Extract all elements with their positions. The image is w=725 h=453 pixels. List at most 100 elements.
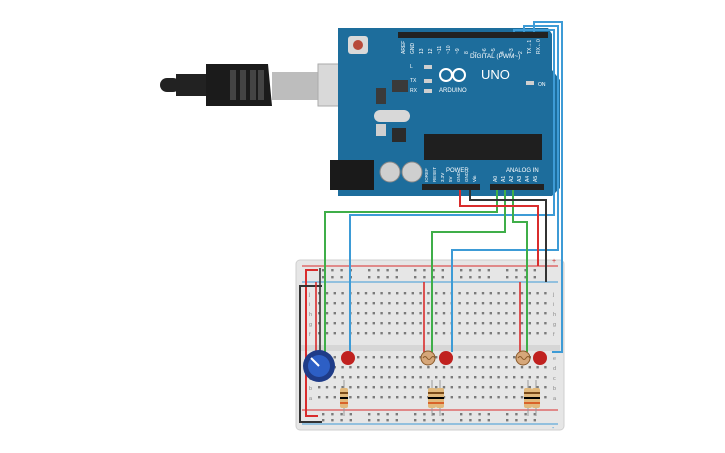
breadboard-hole[interactable] [419,332,422,335]
breadboard-hole[interactable] [458,356,461,359]
breadboard-hole[interactable] [322,413,325,416]
breadboard-hole[interactable] [325,322,329,325]
breadboard-hole[interactable] [432,269,435,272]
breadboard-hole[interactable] [441,413,444,416]
breadboard-hole[interactable] [368,276,371,279]
breadboard-hole[interactable] [469,269,472,272]
breadboard-hole[interactable] [458,312,461,315]
breadboard-hole[interactable] [388,376,391,379]
breadboard-hole[interactable] [377,276,380,279]
breadboard-hole[interactable] [497,366,500,369]
breadboard-hole[interactable] [528,376,531,379]
breadboard-hole[interactable] [395,276,398,279]
breadboard-hole[interactable] [357,366,360,369]
breadboard-hole[interactable] [497,332,500,335]
breadboard-hole[interactable] [474,292,477,295]
breadboard-hole[interactable] [487,276,490,279]
breadboard-hole[interactable] [474,322,477,325]
breadboard-hole[interactable] [380,292,383,295]
breadboard-hole[interactable] [325,292,329,295]
breadboard-hole[interactable] [442,332,446,335]
breadboard-hole[interactable] [396,322,399,325]
breadboard-hole[interactable] [481,322,485,325]
breadboard-hole[interactable] [414,269,417,272]
breadboard-hole[interactable] [411,332,414,335]
breadboard-hole[interactable] [506,419,509,422]
breadboard-hole[interactable] [466,332,469,335]
breadboard-hole[interactable] [544,366,547,369]
breadboard-hole[interactable] [489,386,492,389]
breadboard-hole[interactable] [513,292,516,295]
breadboard-hole[interactable] [411,376,414,379]
breadboard-hole[interactable] [411,366,414,369]
breadboard-hole[interactable] [497,356,500,359]
breadboard-hole[interactable] [364,322,368,325]
breadboard-hole[interactable] [466,366,469,369]
breadboard-hole[interactable] [524,276,527,279]
breadboard-hole[interactable] [505,302,508,305]
breadboard-hole[interactable] [435,356,438,359]
breadboard-hole[interactable] [432,276,435,279]
breadboard-hole[interactable] [520,366,524,369]
breadboard-hole[interactable] [333,386,336,389]
breadboard-hole[interactable] [349,413,352,416]
breadboard-hole[interactable] [478,269,481,272]
breadboard-hole[interactable] [536,386,539,389]
breadboard-hole[interactable] [513,376,516,379]
breadboard-hole[interactable] [396,396,399,399]
breadboard-hole[interactable] [403,376,407,379]
breadboard-hole[interactable] [515,269,518,272]
breadboard-hole[interactable] [368,419,371,422]
breadboard-hole[interactable] [396,312,399,315]
breadboard-hole[interactable] [419,366,422,369]
breadboard-hole[interactable] [411,292,414,295]
breadboard-hole[interactable] [497,386,500,389]
breadboard-hole[interactable] [364,376,368,379]
breadboard-hole[interactable] [458,292,461,295]
breadboard-hole[interactable] [388,396,391,399]
breadboard-hole[interactable] [474,302,477,305]
breadboard-hole[interactable] [341,386,344,389]
breadboard-hole[interactable] [435,366,438,369]
breadboard-hole[interactable] [341,322,344,325]
breadboard-hole[interactable] [474,396,477,399]
breadboard-hole[interactable] [489,292,492,295]
breadboard-hole[interactable] [333,356,336,359]
breadboard-hole[interactable] [478,413,481,416]
breadboard-hole[interactable] [419,302,422,305]
breadboard-hole[interactable] [520,332,524,335]
breadboard-hole[interactable] [427,332,430,335]
breadboard-hole[interactable] [423,419,426,422]
breadboard-hole[interactable] [331,269,334,272]
breadboard-hole[interactable] [466,302,469,305]
breadboard-hole[interactable] [489,312,492,315]
breadboard-hole[interactable] [341,302,344,305]
breadboard-hole[interactable] [524,269,527,272]
breadboard-hole[interactable] [460,419,463,422]
breadboard-hole[interactable] [466,356,469,359]
breadboard-hole[interactable] [364,312,368,315]
breadboard-hole[interactable] [333,396,336,399]
breadboard-hole[interactable] [325,396,329,399]
breadboard-hole[interactable] [544,292,547,295]
breadboard-hole[interactable] [386,413,389,416]
breadboard-hole[interactable] [487,413,490,416]
breadboard-hole[interactable] [380,386,383,389]
breadboard-hole[interactable] [364,386,368,389]
breadboard-hole[interactable] [341,312,344,315]
breadboard-hole[interactable] [481,396,485,399]
breadboard-hole[interactable] [380,356,383,359]
breadboard-hole[interactable] [411,396,414,399]
breadboard-hole[interactable] [442,366,446,369]
breadboard-hole[interactable] [544,376,547,379]
breadboard-hole[interactable] [458,302,461,305]
breadboard-hole[interactable] [466,396,469,399]
breadboard-hole[interactable] [505,366,508,369]
breadboard-hole[interactable] [396,356,399,359]
breadboard-hole[interactable] [506,269,509,272]
breadboard-hole[interactable] [386,419,389,422]
breadboard-hole[interactable] [322,276,325,279]
breadboard-hole[interactable] [544,312,547,315]
breadboard-hole[interactable] [544,332,547,335]
breadboard-hole[interactable] [372,386,375,389]
